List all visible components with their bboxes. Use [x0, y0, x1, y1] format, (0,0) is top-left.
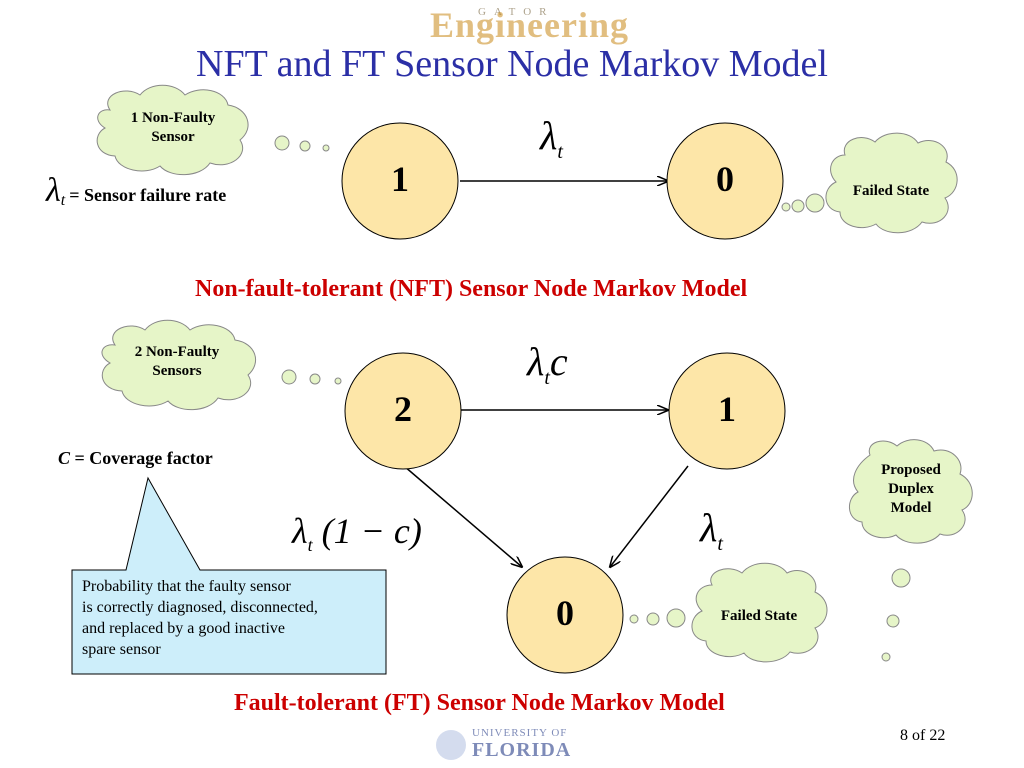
nft-state-1 [341, 122, 459, 240]
uf-logo: FLORIDA [472, 739, 572, 761]
nft-state-0-label: 0 [716, 159, 734, 199]
ft-sensors-cloud [101, 319, 342, 411]
logo-gator-text: GATOR [478, 6, 555, 18]
nft-caption: Non-fault-tolerant (NFT) Sensor Node Mar… [195, 276, 748, 302]
coverage-callout-text: Probability that the faulty sensor is co… [82, 578, 318, 658]
page-number: 8 of 22 [900, 727, 946, 744]
coverage-callout [71, 476, 387, 675]
ft-caption: Fault-tolerant (FT) Sensor Node Markov M… [234, 690, 725, 716]
ft-state-1 [668, 352, 786, 470]
slide-title: NFT and FT Sensor Node Markov Model [196, 43, 828, 85]
ft-transition-2-1-label: λtc [527, 339, 568, 389]
failure-rate-definition: λt = Sensor failure rate [46, 172, 227, 210]
ft-transition-1-0-label: λt [700, 505, 723, 555]
coverage-factor-definition: C = Coverage factor [58, 448, 213, 468]
nft-state-0 [666, 122, 784, 240]
uf-logo-small: UNIVERSITY OF [472, 727, 568, 739]
engineering-logo: Engineering [430, 5, 630, 45]
nft-failed-cloud [781, 132, 958, 234]
ft-transition-1-0 [610, 465, 689, 567]
ft-failed-cloud-text: Failed State [720, 608, 798, 624]
nft-sensor-cloud [96, 84, 330, 176]
ft-state-1-label: 1 [718, 389, 736, 429]
uf-seal-icon [436, 730, 466, 760]
ft-state-0 [506, 556, 624, 674]
ft-transition-2-0 [403, 465, 522, 567]
ft-state-0-label: 0 [556, 593, 574, 633]
ft-transition-2-0-label: λt (1 − c) [292, 511, 422, 556]
proposed-duplex-cloud [849, 439, 973, 662]
ft-failed-cloud [629, 562, 828, 663]
ft-state-2-label: 2 [394, 389, 412, 429]
nft-state-1-label: 1 [391, 159, 409, 199]
nft-transition-label: λt [540, 113, 563, 163]
nft-failed-cloud-text: Failed State [852, 183, 930, 199]
ft-state-2 [344, 352, 462, 470]
